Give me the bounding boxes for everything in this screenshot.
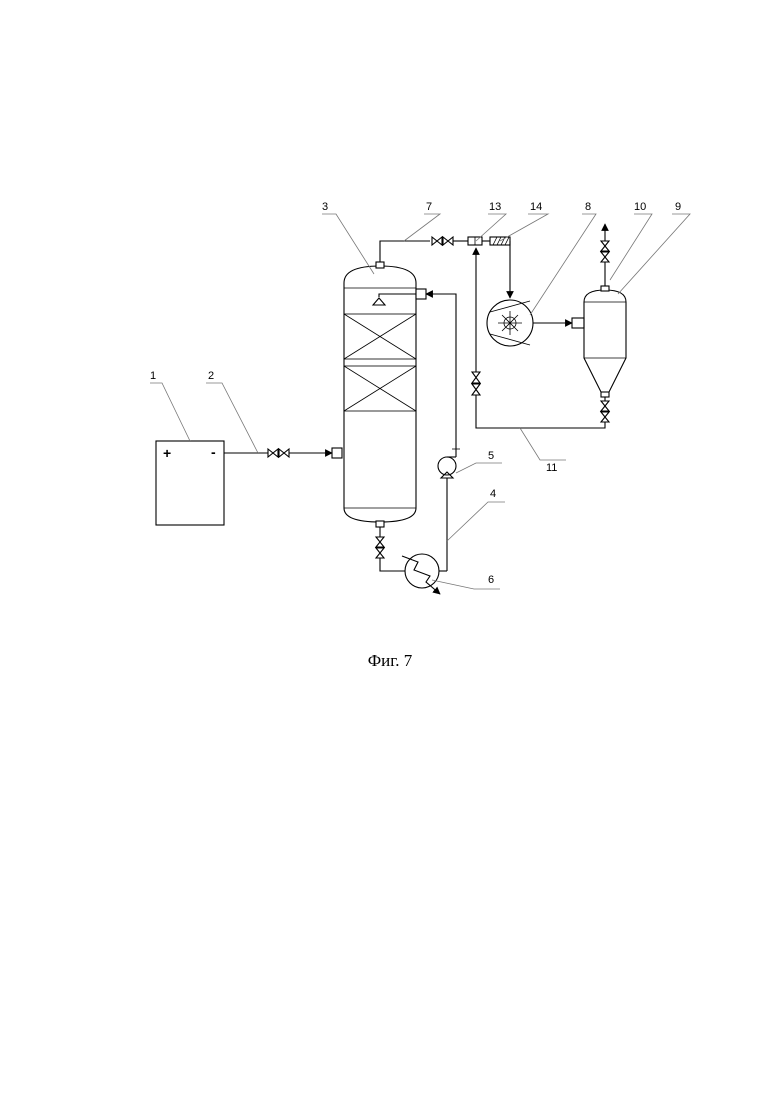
label-9: 9 [675, 201, 681, 213]
label-5: 5 [488, 450, 494, 462]
separator-9 [584, 286, 626, 397]
label-8: 8 [585, 201, 591, 213]
label-7: 7 [426, 201, 432, 213]
heat-exchanger-6 [402, 554, 440, 594]
label-3: 3 [322, 201, 328, 213]
label-13: 13 [489, 201, 501, 213]
pump-5 [438, 457, 456, 478]
label-1: 1 [150, 370, 156, 382]
label-10: 10 [634, 201, 646, 213]
label-2: 2 [208, 370, 214, 382]
feed-line [224, 448, 342, 458]
figure-caption: Фиг. 7 [368, 651, 413, 670]
power-source-box: + - [156, 441, 224, 525]
label-6: 6 [488, 574, 494, 586]
column-vessel [344, 266, 416, 522]
label-11: 11 [546, 462, 557, 474]
label-4: 4 [490, 488, 496, 500]
minus-sign: - [211, 444, 216, 460]
vent-line-10 [601, 224, 609, 286]
filter-14 [490, 237, 510, 298]
recycle-line [416, 289, 460, 571]
bottom-line [376, 521, 447, 571]
overhead-line [376, 237, 468, 268]
label-14: 14 [530, 201, 542, 213]
plus-sign: + [163, 445, 171, 461]
